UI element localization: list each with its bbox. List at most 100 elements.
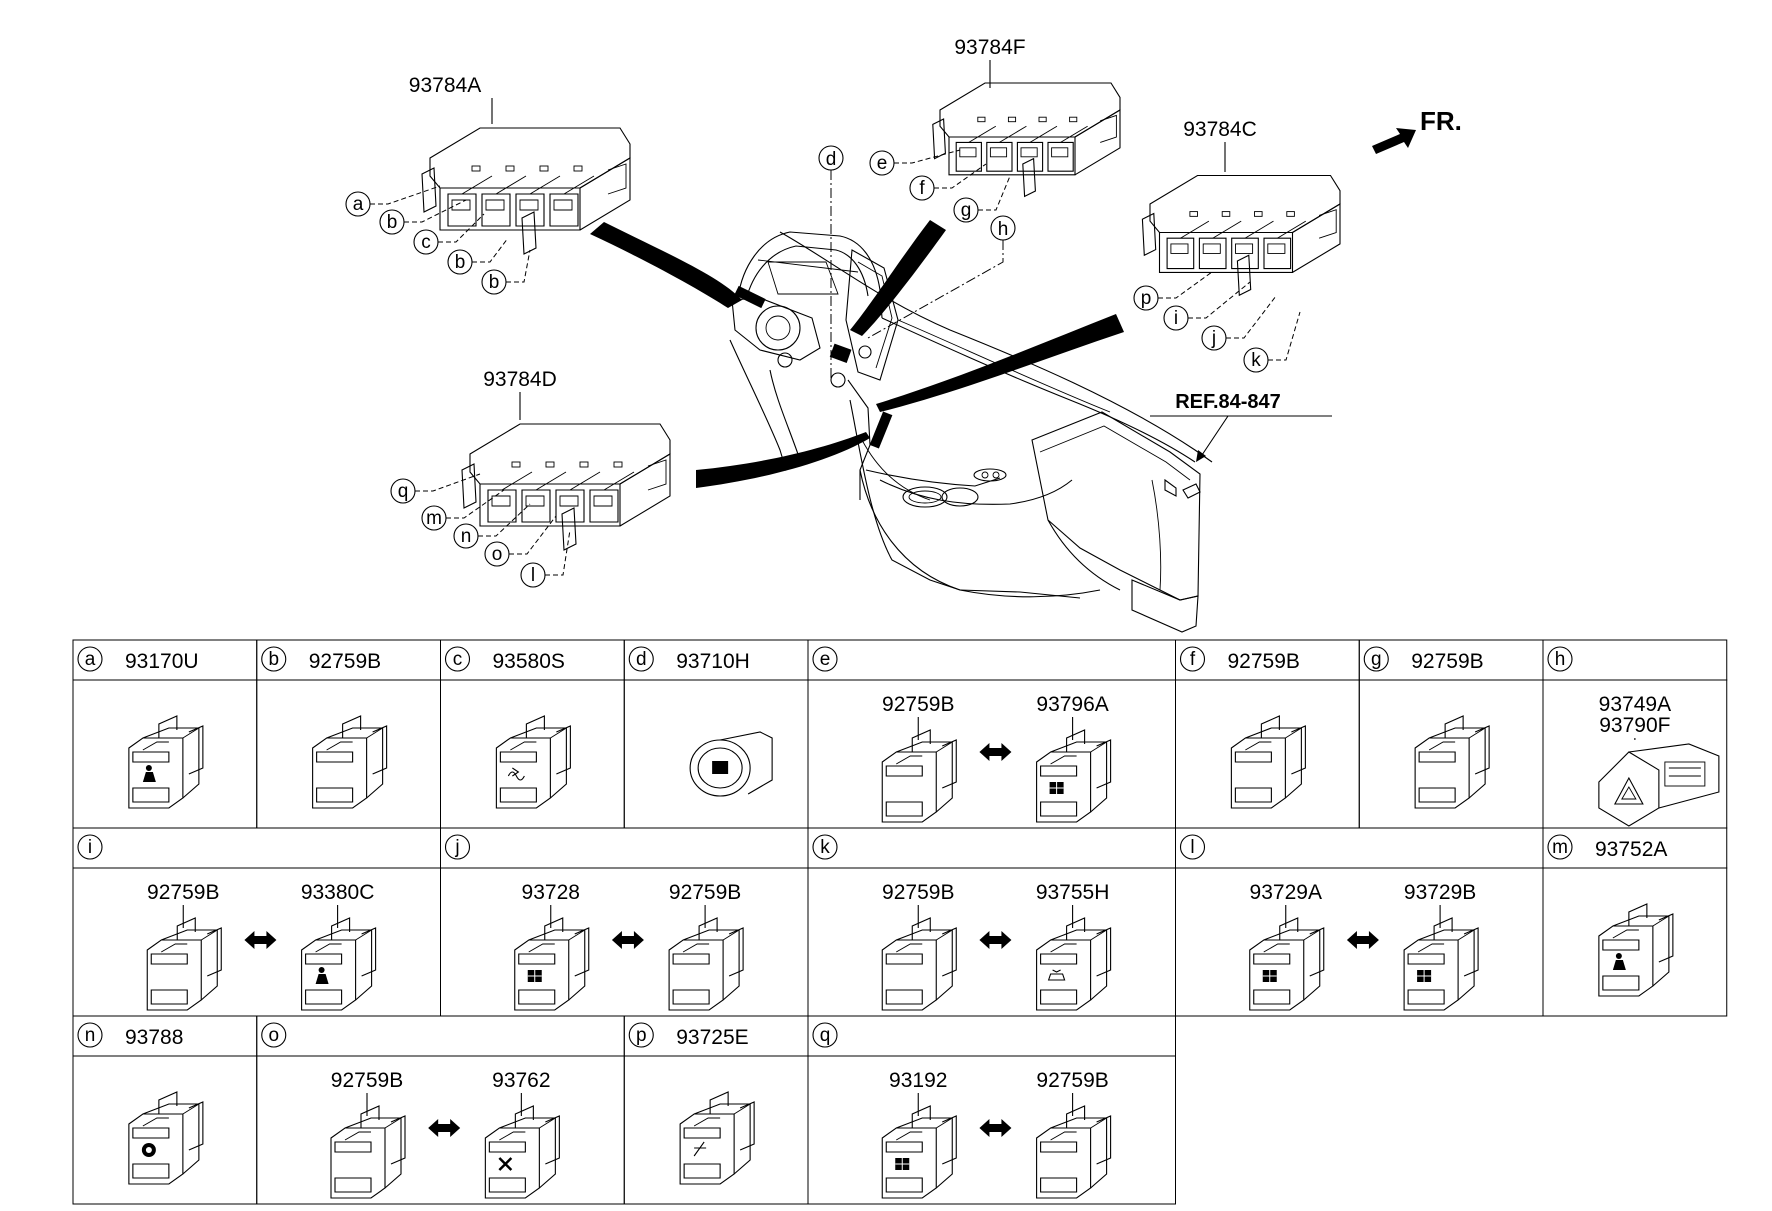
svg-text:i: i: [1174, 308, 1178, 329]
svg-text:a: a: [85, 649, 96, 670]
cell-header-code: 93170U: [125, 650, 199, 673]
svg-text:l: l: [531, 565, 535, 586]
svg-text:h: h: [1555, 649, 1566, 670]
cell-header-code: 92759B: [1411, 650, 1483, 673]
svg-text:l: l: [1190, 837, 1194, 858]
pointer-wedge-93784F: [850, 220, 946, 336]
svg-text:f: f: [1190, 649, 1196, 670]
cell-index-k: k: [812, 834, 838, 860]
callout-j: j: [1201, 295, 1277, 351]
cell-header-code: 92759B: [309, 650, 381, 673]
cell-index-m: m: [1547, 834, 1573, 860]
switch-grid-icon: [514, 917, 590, 1011]
switch-assembly-93784F[interactable]: [932, 82, 1121, 198]
svg-text:c: c: [421, 232, 431, 253]
parts-cell-b[interactable]: b 92759B: [256, 639, 441, 829]
svg-text:c: c: [453, 649, 463, 670]
part-label-93784F: 93784F: [954, 36, 1025, 59]
cell-index-g: g: [1363, 646, 1389, 672]
switch-car-icon: [1036, 917, 1112, 1011]
svg-text:n: n: [85, 1025, 96, 1046]
interchange-arrow: [428, 1119, 461, 1137]
part-label-93784C: 93784C: [1183, 118, 1257, 141]
parts-cell-g[interactable]: g 92759B: [1358, 639, 1544, 829]
switch-hazard-icon: [1598, 743, 1720, 827]
cell-index-b: b: [261, 646, 287, 672]
callout-e: e: [869, 149, 961, 176]
svg-text:o: o: [268, 1025, 279, 1046]
interchange-arrow: [979, 1119, 1012, 1137]
switch-assembly-93784C[interactable]: [1141, 174, 1341, 297]
svg-text:d: d: [636, 649, 647, 670]
cell-index-l: l: [1179, 834, 1206, 860]
switch-person-icon: [128, 715, 204, 809]
cell-index-d: d: [628, 646, 654, 672]
switch-blank-icon: [668, 917, 744, 1011]
cell-index-h: h: [1547, 646, 1573, 672]
svg-text:b: b: [455, 252, 466, 273]
callout-b: b: [447, 237, 509, 275]
cell-header-code: 93580S: [493, 650, 565, 673]
parts-cell-a[interactable]: a 93170U: [72, 639, 258, 829]
switch-grid-icon: [881, 1105, 957, 1199]
part-code: 92759B: [882, 693, 954, 716]
switch-blank-icon: [881, 729, 957, 823]
callout-q: q: [390, 473, 481, 504]
callout-a: a: [345, 185, 441, 217]
pointer-wedge-93784C: [876, 314, 1124, 412]
cell-index-j: j: [444, 834, 471, 860]
cell-index-p: p: [628, 1022, 654, 1048]
cell-index-c: c: [444, 646, 471, 672]
svg-text:b: b: [489, 272, 500, 293]
svg-text:k: k: [820, 837, 830, 858]
svg-text:e: e: [877, 153, 888, 174]
svg-text:b: b: [268, 649, 279, 670]
svg-text:j: j: [454, 837, 459, 858]
parts-cell-d[interactable]: d 93710H: [623, 639, 809, 829]
cell-index-n: n: [77, 1022, 103, 1048]
part-code: 93796A: [1036, 693, 1108, 716]
cell-header-code: 92759B: [1228, 650, 1300, 673]
interchange-arrow: [1346, 931, 1379, 949]
switch-blank-icon: [1414, 715, 1490, 809]
svg-text:g: g: [1371, 649, 1382, 670]
svg-text:n: n: [461, 526, 472, 547]
switch-grid-icon: [1036, 729, 1112, 823]
svg-text:k: k: [1251, 350, 1261, 371]
parts-cell-f[interactable]: f 92759B: [1175, 639, 1360, 829]
svg-text:m: m: [426, 508, 442, 529]
pointer-wedge-93784D: [696, 432, 870, 488]
svg-text:p: p: [636, 1025, 647, 1046]
svg-text:i: i: [88, 837, 92, 858]
switch-blank-icon: [146, 917, 222, 1011]
interchange-arrow: [979, 931, 1012, 949]
switch-wave-icon: [495, 715, 571, 809]
switch-assembly-93784A[interactable]: [421, 127, 631, 255]
cell-header-code: 93710H: [676, 650, 750, 673]
cell-index-f: f: [1179, 646, 1206, 672]
parts-cell-c[interactable]: c 93580S: [440, 639, 625, 829]
switch-position-marks: [734, 285, 893, 449]
part-code: 93192: [889, 1069, 947, 1092]
part-label-93784D: 93784D: [483, 368, 557, 391]
svg-text:a: a: [353, 194, 364, 215]
part-code: 92759B: [882, 881, 954, 904]
part-code: 93728: [522, 881, 580, 904]
switch-assembly-93784D[interactable]: [461, 423, 671, 551]
callouts-assembly-93784C: pi jk: [1133, 271, 1301, 373]
interchange-arrow: [979, 743, 1012, 761]
callout-p: p: [1133, 271, 1213, 311]
